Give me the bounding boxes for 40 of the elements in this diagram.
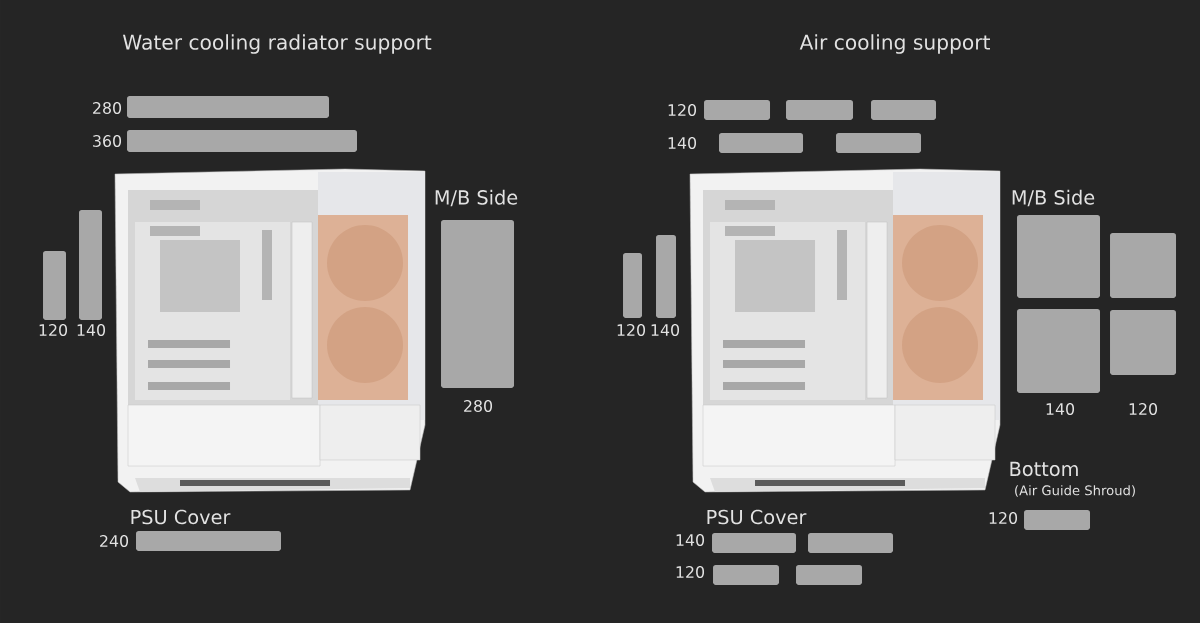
size-label: 140 — [651, 324, 680, 336]
size-label: 140 — [668, 137, 697, 149]
fan-slot-bar — [79, 210, 102, 320]
area-label: PSU Cover — [707, 509, 807, 525]
fan-slot-bar — [623, 253, 642, 318]
size-label: 120 — [668, 104, 697, 116]
fan-slot-bar — [1017, 215, 1100, 298]
size-label: 120 — [1129, 403, 1158, 415]
note-label: (Air Guide Shroud) — [1015, 485, 1135, 497]
fan-slot-bar — [719, 133, 803, 153]
fan-slot-bar — [713, 565, 779, 585]
size-label: 120 — [617, 324, 646, 336]
section-heading: Air cooling support — [799, 34, 990, 54]
fan-slot-bar — [1110, 233, 1176, 298]
size-label: 140 — [77, 324, 106, 336]
fan-slot-bar — [786, 100, 853, 120]
size-label: 140 — [1046, 403, 1075, 415]
size-label: 280 — [93, 102, 122, 114]
fan-slot-bar — [441, 220, 514, 388]
size-label: 140 — [676, 534, 705, 546]
fan-slot-bar — [808, 533, 893, 553]
fan-slot-bar — [1110, 310, 1176, 375]
size-label: 360 — [93, 135, 122, 147]
fan-slot-bar — [1017, 309, 1100, 393]
section-heading: Water cooling radiator support — [122, 34, 432, 54]
area-label: M/B Side — [1012, 189, 1095, 207]
fan-slot-bar — [127, 96, 329, 118]
fan-slot-bar — [656, 235, 676, 318]
size-label: 120 — [39, 324, 68, 336]
fan-slot-bar — [43, 251, 66, 320]
fan-slot-bar — [871, 100, 936, 120]
fan-slot-bar — [1024, 510, 1090, 530]
area-label: Bottom — [1010, 461, 1078, 477]
fan-slot-bar — [704, 100, 770, 120]
fan-slot-bar — [136, 531, 281, 551]
fan-slot-bar — [836, 133, 921, 153]
size-label: 120 — [676, 566, 705, 578]
fan-slot-bar — [127, 130, 357, 152]
fan-slot-bar — [796, 565, 862, 585]
fan-slot-bar — [712, 533, 796, 553]
